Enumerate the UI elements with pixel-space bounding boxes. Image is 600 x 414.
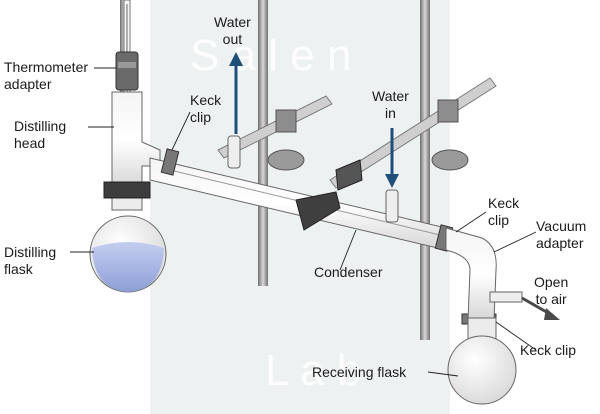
label-distilling-flask: Distilling flask — [4, 244, 57, 277]
water-out-nozzle — [227, 135, 241, 169]
water-out-arrow — [229, 52, 243, 134]
label-water-in: Water in — [372, 88, 409, 121]
vacuum-sidearm — [489, 291, 523, 303]
label-water-out: Water out — [214, 14, 251, 47]
label-thermometer-adapter: Thermometer adapter — [4, 59, 89, 92]
open-to-air-arrow — [521, 296, 560, 320]
label-vacuum-adapter: Vacuum adapter — [536, 218, 587, 251]
svg-text:S a l e n: S a l e n — [190, 31, 351, 80]
label-keck-clip-right: Keck clip — [488, 195, 520, 228]
keck-clip-top-shape — [160, 148, 180, 176]
clamp-boss-left — [267, 149, 305, 171]
flask-clamp — [103, 181, 151, 199]
water-in-nozzle — [385, 189, 399, 223]
label-distilling-head: Distilling head — [14, 118, 67, 151]
label-condenser: Condenser — [314, 264, 383, 280]
thermometer-adapter-shape — [115, 51, 139, 91]
clamp-boss-right — [431, 149, 469, 171]
watermark-text: S a l e n L a b — [190, 31, 361, 395]
condenser-clamp — [295, 191, 341, 231]
flask-liquid — [92, 242, 164, 292]
water-in-arrow — [385, 128, 399, 188]
svg-text:L a b: L a b — [265, 346, 361, 395]
label-open-to-air: Open to air — [534, 274, 569, 307]
stand-rod-right — [420, 0, 430, 340]
label-keck-clip-top: Keck clip — [190, 92, 222, 125]
vacuum-adapter-shape — [445, 227, 497, 321]
receiving-flask-shape — [447, 335, 517, 405]
leader-lines — [70, 67, 537, 377]
label-keck-clip-bottom: Keck clip — [520, 342, 577, 358]
stand-rod-left — [258, 0, 268, 286]
label-receiving-flask: Receiving flask — [312, 364, 407, 380]
